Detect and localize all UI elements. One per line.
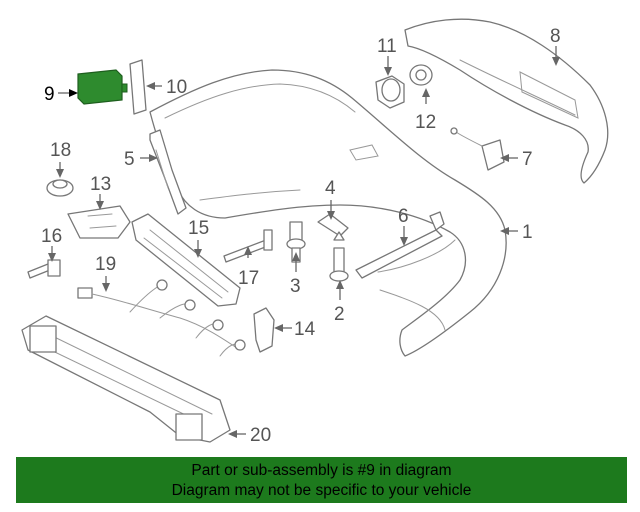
callout-17: 17 [238, 246, 259, 289]
callout-15: 15 [188, 218, 209, 258]
callout-6: 6 [398, 206, 409, 246]
svg-text:10: 10 [166, 77, 187, 98]
svg-text:18: 18 [50, 140, 71, 161]
callout-11: 11 [377, 36, 397, 76]
part-6-reflector-strip[interactable] [355, 211, 445, 279]
callout-19: 19 [95, 254, 116, 292]
part-10-trim-strip[interactable] [129, 59, 147, 115]
part-5-side-bracket[interactable] [149, 129, 187, 215]
callout-5: 5 [124, 149, 158, 170]
svg-text:4: 4 [325, 178, 336, 199]
svg-text:9: 9 [44, 84, 55, 105]
part-7-bracket[interactable] [450, 127, 505, 171]
svg-text:12: 12 [415, 112, 436, 133]
callout-20: 20 [228, 425, 271, 446]
svg-text:1: 1 [522, 222, 533, 243]
callout-8: 8 [550, 26, 561, 66]
part-14-bracket[interactable] [253, 307, 275, 353]
svg-text:13: 13 [90, 174, 111, 195]
svg-text:17: 17 [238, 268, 259, 289]
callout-18: 18 [50, 140, 71, 178]
part-15-absorber[interactable] [131, 213, 241, 307]
callout-4: 4 [325, 178, 336, 220]
footer-banner: Part or sub-assembly is #9 in diagram Di… [16, 457, 627, 503]
footer-line-2: Diagram may not be specific to your vehi… [171, 482, 472, 499]
svg-text:20: 20 [250, 425, 271, 446]
callout-7: 7 [500, 149, 533, 170]
svg-text:6: 6 [398, 206, 409, 227]
callout-2: 2 [334, 280, 345, 325]
svg-text:16: 16 [41, 226, 62, 247]
svg-text:14: 14 [294, 319, 316, 340]
callout-13: 13 [90, 174, 111, 210]
part-16-bolt[interactable] [27, 259, 61, 279]
part-1-bumper-cover[interactable] [149, 69, 507, 357]
footer-line-1: Part or sub-assembly is #9 in diagram [191, 462, 452, 479]
part-11-sensor[interactable] [375, 75, 405, 109]
callout-10: 10 [146, 77, 187, 98]
svg-text:15: 15 [188, 218, 209, 239]
part-13-bracket[interactable] [67, 205, 131, 239]
part-9-module[interactable] [77, 69, 128, 105]
part-19-wiring-harness[interactable] [77, 279, 246, 357]
callout-9: 9 [44, 84, 78, 105]
part-18-grommet[interactable] [46, 179, 74, 197]
svg-text:11: 11 [377, 36, 397, 57]
svg-text:8: 8 [550, 26, 561, 47]
part-12-ring[interactable] [409, 64, 433, 86]
part-20-reinforcement-beam[interactable] [21, 315, 231, 443]
callout-16: 16 [41, 226, 62, 262]
svg-text:19: 19 [95, 254, 116, 275]
part-2-screw[interactable] [329, 231, 349, 282]
svg-text:7: 7 [522, 149, 533, 170]
parts-diagram: 1 2 3 4 5 6 7 8 9 10 [21, 18, 609, 446]
callout-1: 1 [500, 222, 533, 243]
callout-14: 14 [274, 319, 316, 340]
svg-text:3: 3 [290, 276, 301, 297]
part-4-clip[interactable] [317, 213, 349, 237]
svg-text:2: 2 [334, 304, 345, 325]
callout-3: 3 [290, 252, 301, 297]
callout-12: 12 [415, 88, 436, 133]
svg-text:5: 5 [124, 149, 135, 170]
